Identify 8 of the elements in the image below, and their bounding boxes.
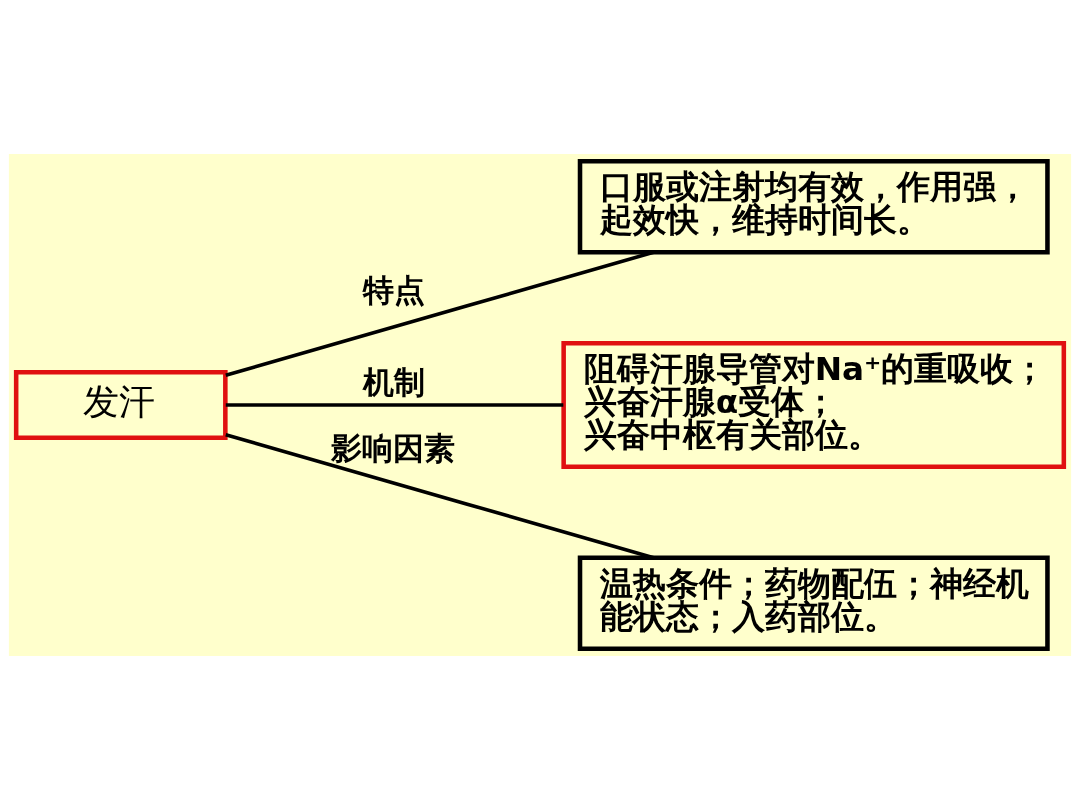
node-box: 阻碍汗腺导管对Na⁺的重吸收； 兴奋汗腺α受体； 兴奋中枢有关部位。 (561, 340, 1067, 470)
edge-label: 影响因素 (330, 429, 455, 466)
node-box: 温热条件；药物配伍；神经机能状态；入药部位。 (577, 555, 1050, 651)
node-box: 口服或注射均有效，作用强，起效快，维持时间长。 (577, 159, 1050, 255)
connector (225, 403, 564, 407)
edge-label: 特点 (362, 271, 425, 308)
node-box: 发汗 (13, 370, 228, 440)
edge-label: 机制 (362, 364, 425, 401)
